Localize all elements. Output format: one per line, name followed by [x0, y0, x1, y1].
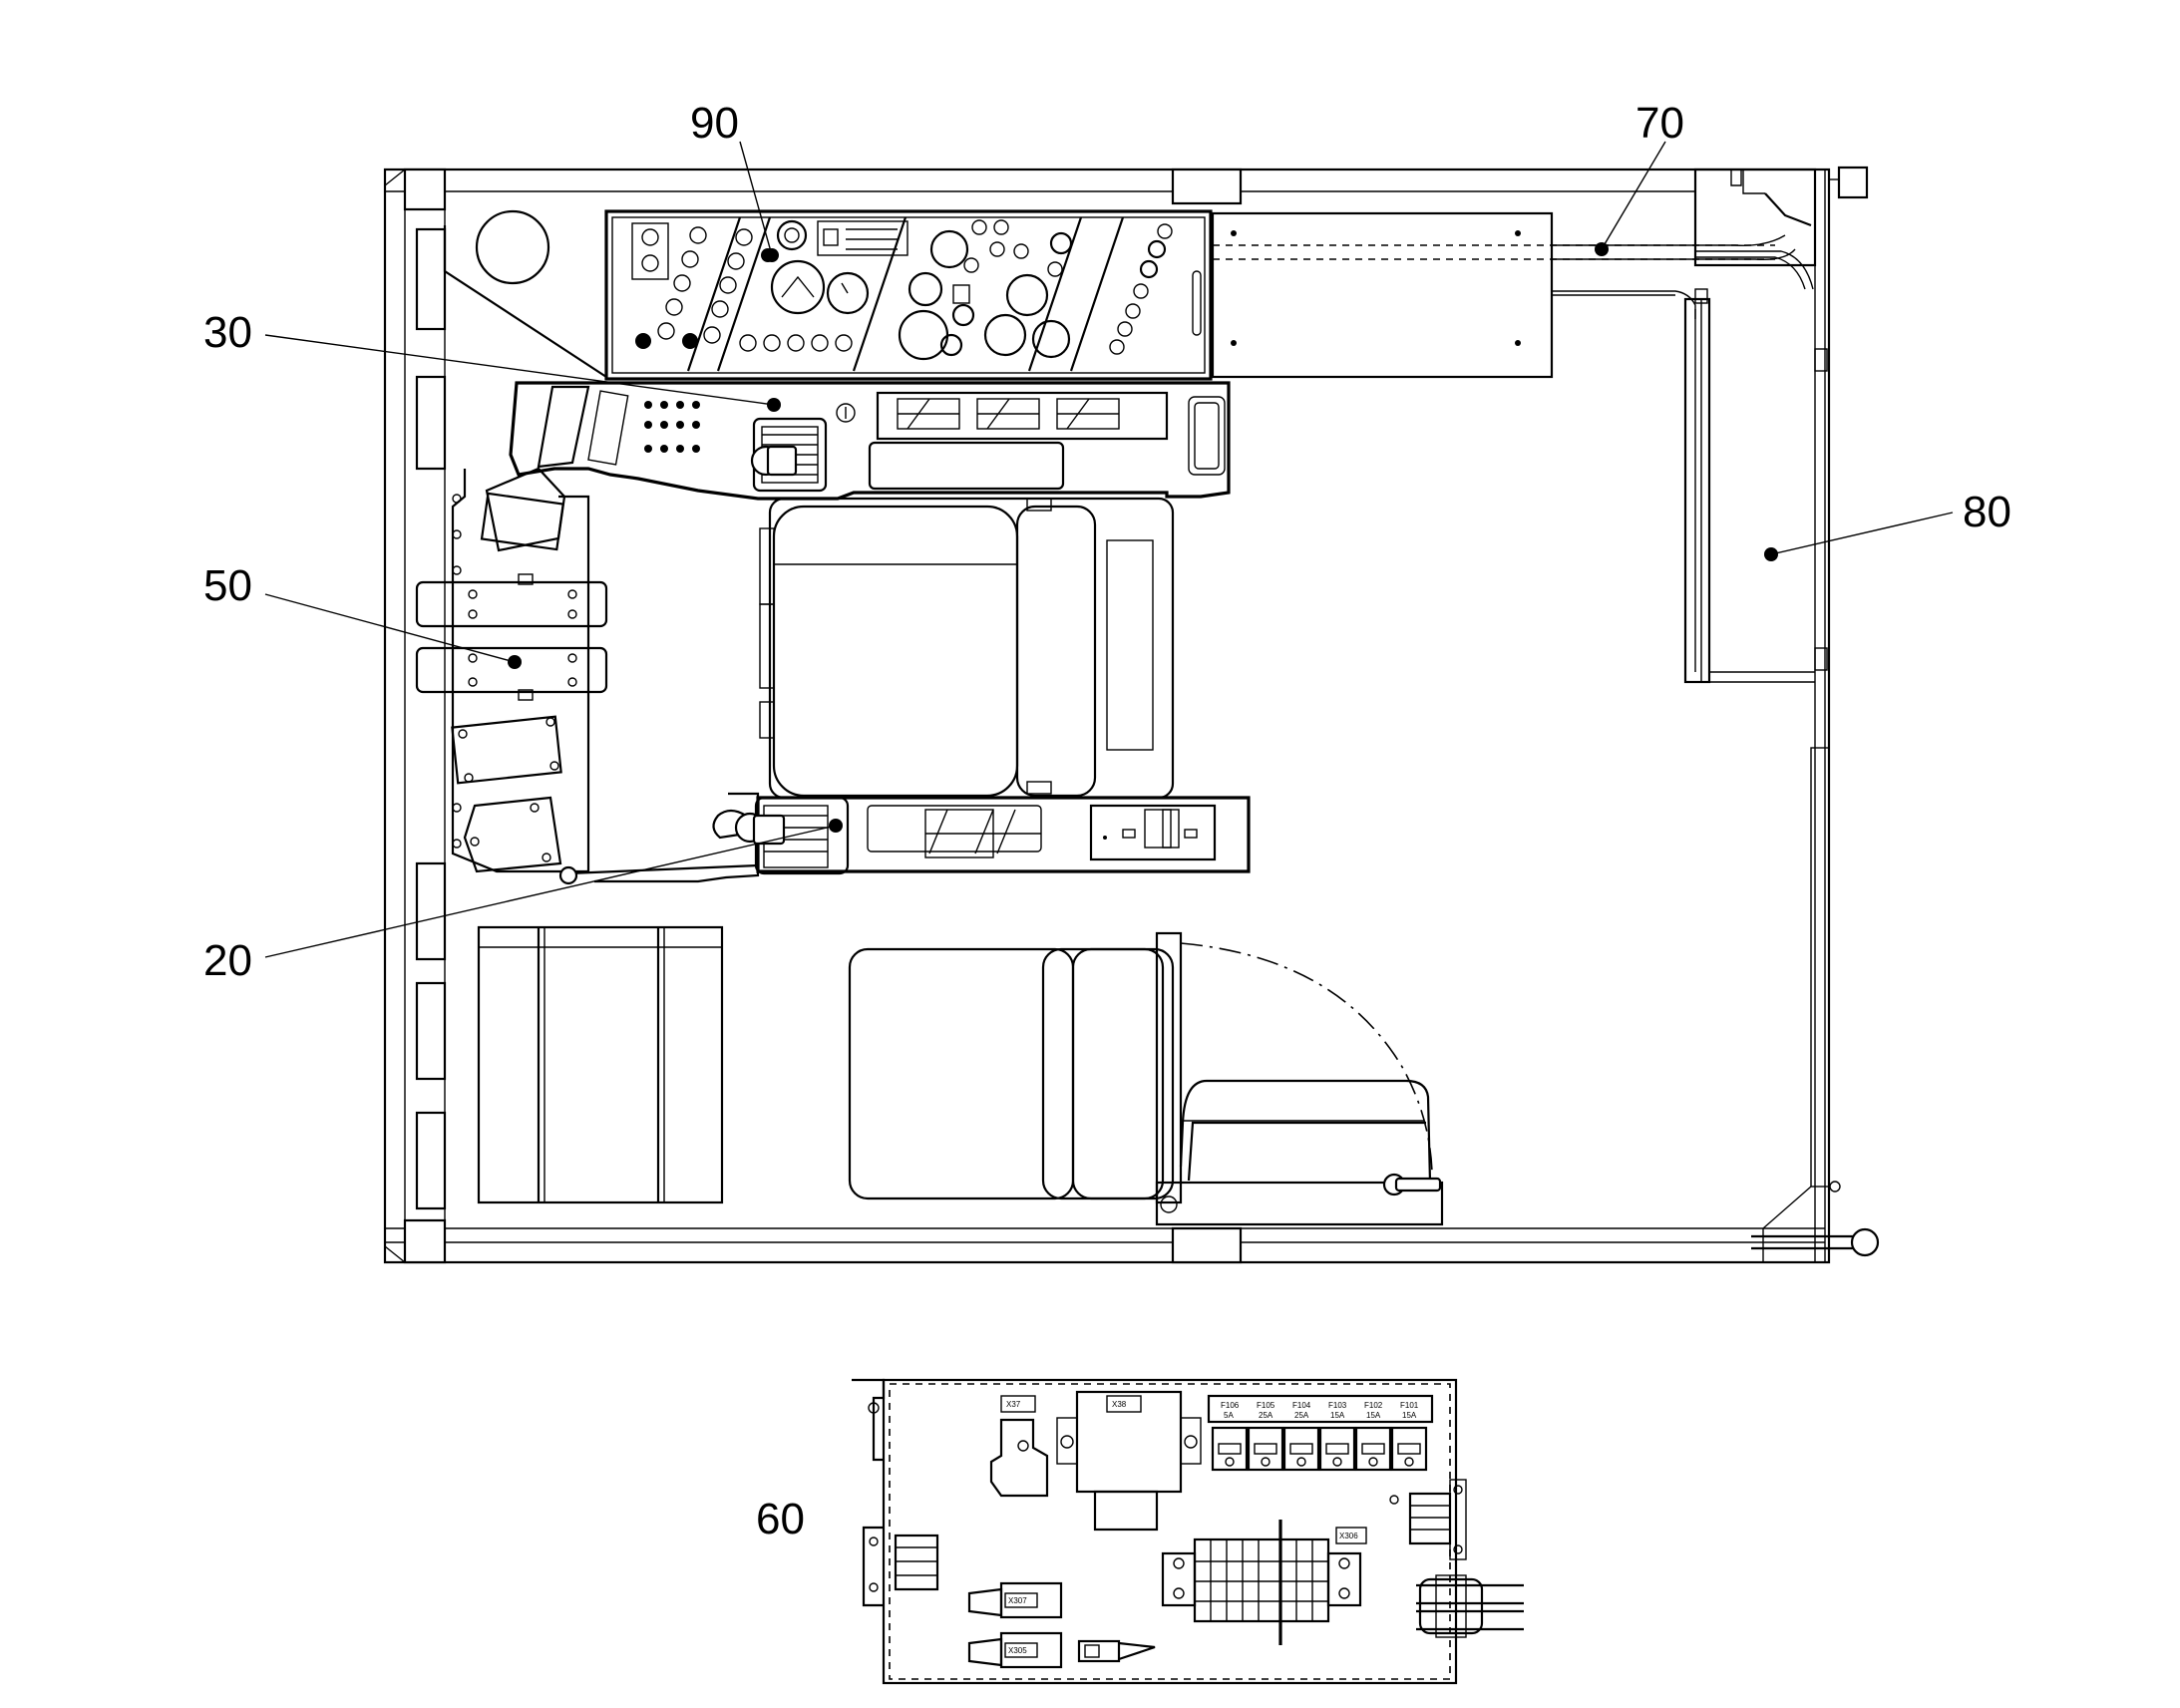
fuse-rating-f103: 15A [1330, 1411, 1345, 1420]
callout-label-50: 50 [203, 561, 252, 610]
left-console [509, 381, 1231, 501]
fuse-holders [1211, 1426, 1428, 1472]
callout-label-70: 70 [1635, 99, 1684, 148]
fuse-id-f105: F105 [1257, 1401, 1275, 1410]
connector-label-x305: X305 [1008, 1646, 1027, 1655]
fuse-rating-f102: 15A [1366, 1411, 1381, 1420]
callout-labels: 90 70 30 80 50 20 60 [203, 99, 2011, 1543]
relay-label-x37: X37 [1006, 1400, 1021, 1409]
fuse-id-labels: F106 F105 F104 F103 F102 F101 [1221, 1401, 1419, 1410]
operator-seat [759, 497, 1175, 800]
callout-label-30: 30 [203, 308, 252, 357]
side-panel [1683, 288, 1815, 684]
fuse-id-f104: F104 [1292, 1401, 1311, 1410]
callout-80-dot [1764, 547, 1778, 561]
fuse-rating-f106: 5A [1224, 1411, 1234, 1420]
pedal-area [415, 467, 759, 885]
fuse-id-f102: F102 [1364, 1401, 1383, 1410]
indicator-lamps-left [657, 226, 753, 344]
callout-30-dot [767, 398, 781, 412]
callout-label-90: 90 [690, 99, 739, 148]
callout-label-80: 80 [1963, 488, 2011, 536]
connector-label-x307: X307 [1008, 1596, 1027, 1605]
cable-channel [1211, 211, 1796, 379]
cab-frame [383, 166, 1880, 1264]
right-console [594, 792, 1251, 883]
fuse-id-f103: F103 [1328, 1401, 1347, 1410]
fuse-id-f101: F101 [1400, 1401, 1419, 1410]
fuse-id-f106: F106 [1221, 1401, 1240, 1410]
fuse-relay-panel: X37 X38 F106 F105 F104 F103 F102 F101 5A… [852, 1378, 1524, 1685]
callout-label-20: 20 [203, 936, 252, 985]
fuse-rating-f105: 25A [1259, 1411, 1273, 1420]
callout-70-dot [1595, 242, 1609, 256]
fuse-rating-f104: 25A [1294, 1411, 1309, 1420]
relay-label-x38: X38 [1112, 1400, 1127, 1409]
passenger-seat [848, 931, 1444, 1226]
storage-box [477, 925, 724, 1204]
callout-20-dot [829, 819, 843, 833]
terminal-label-x306: X306 [1339, 1532, 1358, 1540]
callout-label-60: 60 [756, 1495, 805, 1543]
callout-90-dot [765, 248, 779, 262]
instrument-panel [443, 209, 1213, 381]
console-switches [644, 401, 700, 453]
callout-50-dot [508, 655, 522, 669]
terminal-rows [1195, 1539, 1328, 1621]
fuse-ratings: 5A 25A 25A 15A 15A 15A [1224, 1411, 1417, 1420]
callout-leaders [264, 141, 1954, 958]
corner-unit [1693, 168, 1817, 290]
fuse-rating-f101: 15A [1402, 1411, 1417, 1420]
